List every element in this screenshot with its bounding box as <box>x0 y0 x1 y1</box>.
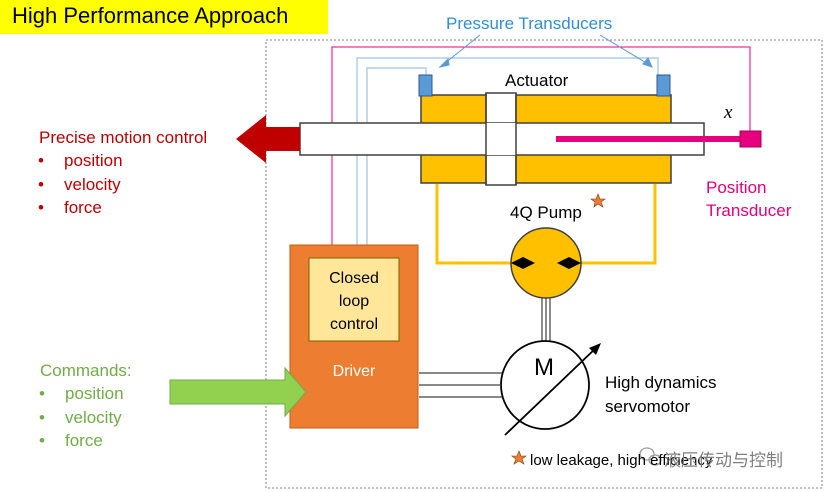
footnote-star-icon <box>511 450 527 465</box>
pump-star-icon <box>590 193 606 208</box>
commands-input-arrow <box>169 366 307 418</box>
position-transducer-probe <box>556 136 746 142</box>
precise-motion-heading: Precise motion control <box>39 128 208 147</box>
hydraulic-line-right <box>577 184 657 265</box>
position-transducer-label-line2: Transducer <box>706 201 792 220</box>
pump-label: 4Q Pump <box>510 203 582 222</box>
displacement-symbol: x <box>724 102 733 123</box>
position-transducer-label-line1: Position <box>706 178 767 197</box>
pressure-transducers-label: Pressure Transducers <box>446 14 613 33</box>
pump-motor-shaft <box>541 298 551 341</box>
closed-loop-label-line1: Closed <box>329 270 379 287</box>
motor-symbol-label: M <box>534 354 554 381</box>
list-item: •position <box>39 384 124 403</box>
list-item: •velocity <box>38 174 121 194</box>
commands-list: •position •velocity •force <box>39 382 124 453</box>
closed-loop-control-box <box>308 257 400 342</box>
driver-label: Driver <box>332 363 376 380</box>
title-banner <box>0 0 328 34</box>
closed-loop-label-line3: control <box>329 316 379 333</box>
precise-motion-list: •position •velocity •force <box>38 149 123 220</box>
servomotor-label-line1: High dynamics <box>605 373 717 392</box>
driver-motor-wires <box>419 372 502 398</box>
hydraulic-line-left <box>435 184 517 265</box>
commands-heading: Commands: <box>40 361 132 380</box>
closed-loop-label-line2: loop <box>338 293 370 310</box>
watermark-text: 液压传动与控制 <box>664 451 783 470</box>
pressure-transducer-right <box>656 74 671 97</box>
pressure-transducer-left <box>418 74 433 97</box>
pump-port-left-icon <box>511 257 523 269</box>
list-item: •position <box>38 151 123 170</box>
servomotor-label-line2: servomotor <box>605 397 691 416</box>
list-item: •force <box>39 431 103 450</box>
page-title: High Performance Approach <box>12 3 289 28</box>
system-boundary <box>265 39 823 489</box>
position-transducer-head <box>739 130 762 148</box>
wechat-watermark-icon <box>639 447 662 466</box>
list-item: •velocity <box>39 407 122 427</box>
motion-output-arrow <box>236 115 300 163</box>
motor-variable-arrow <box>504 346 598 436</box>
pressure-label-pointers <box>438 34 653 68</box>
actuator-label: Actuator <box>505 71 569 90</box>
efficiency-footnote: low leakage, high efficiency <box>530 452 713 469</box>
list-item: •force <box>38 198 102 217</box>
pump-port-right-icon <box>569 257 581 269</box>
